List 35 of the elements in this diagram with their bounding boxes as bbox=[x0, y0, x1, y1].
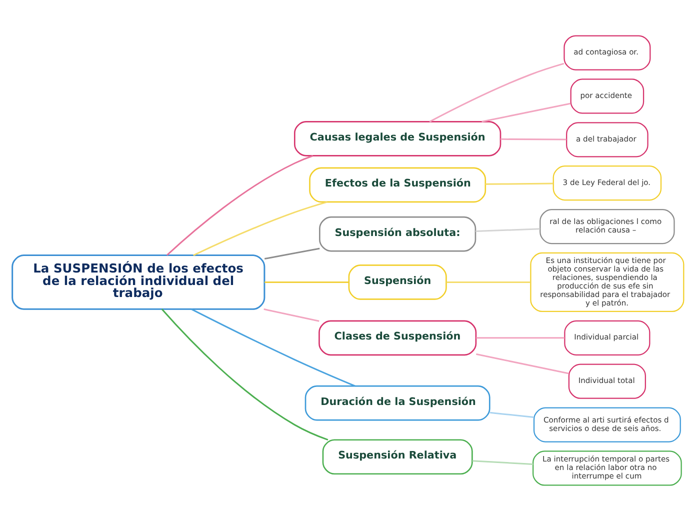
connector bbox=[482, 102, 571, 122]
node-box: La SUSPENSIÓN de los efectos de la relación individual del trabajo bbox=[12, 254, 266, 310]
node-box: Individual parcial bbox=[564, 320, 650, 355]
connector bbox=[490, 411, 534, 418]
connector bbox=[191, 308, 356, 386]
node-box: ral de las obligaciones l como relación causa – bbox=[540, 208, 675, 244]
connector bbox=[476, 336, 564, 338]
node-box: Suspensión Relativa bbox=[322, 438, 473, 474]
node-box: por accidente bbox=[570, 78, 644, 114]
node-box: Individual total bbox=[568, 363, 646, 398]
connector bbox=[485, 182, 554, 184]
node-box: Es una institución que tiene por objeto conservar la vida de las relaciones, suspendiendo la producción de sus efe sin responsabilidad para el trabajador y el patrón. bbox=[530, 252, 684, 312]
connector bbox=[472, 460, 534, 464]
connector bbox=[500, 138, 566, 140]
connector bbox=[161, 308, 328, 440]
connector bbox=[429, 62, 564, 122]
connector bbox=[476, 352, 569, 374]
node-box: Conforme al arti surtirá efectos d servicios o dese de seis años. bbox=[533, 406, 681, 442]
connector bbox=[446, 280, 530, 282]
connector bbox=[166, 154, 314, 256]
node-box: Clases de Suspensión bbox=[318, 320, 477, 356]
node-box: Duración de la Suspensión bbox=[304, 384, 490, 420]
connector bbox=[476, 228, 540, 232]
node-box: 3 de Ley Federal del jo. bbox=[552, 165, 662, 200]
connector bbox=[193, 200, 328, 256]
node-box: Efectos de la Suspensión bbox=[309, 166, 486, 202]
node-box: Suspensión bbox=[348, 264, 447, 300]
connector bbox=[264, 308, 320, 322]
connector bbox=[264, 247, 320, 260]
node-box: ad contagiosa or. bbox=[564, 34, 651, 70]
connector bbox=[264, 280, 349, 282]
node-box: Suspensión absoluta: bbox=[319, 216, 476, 252]
node-box: La interrupción temporal o partes en la relación labor otra no interrumpe el cum bbox=[532, 450, 682, 486]
node-box: a del trabajador bbox=[566, 122, 648, 157]
node-box: Causas legales de Suspensión bbox=[294, 120, 502, 156]
